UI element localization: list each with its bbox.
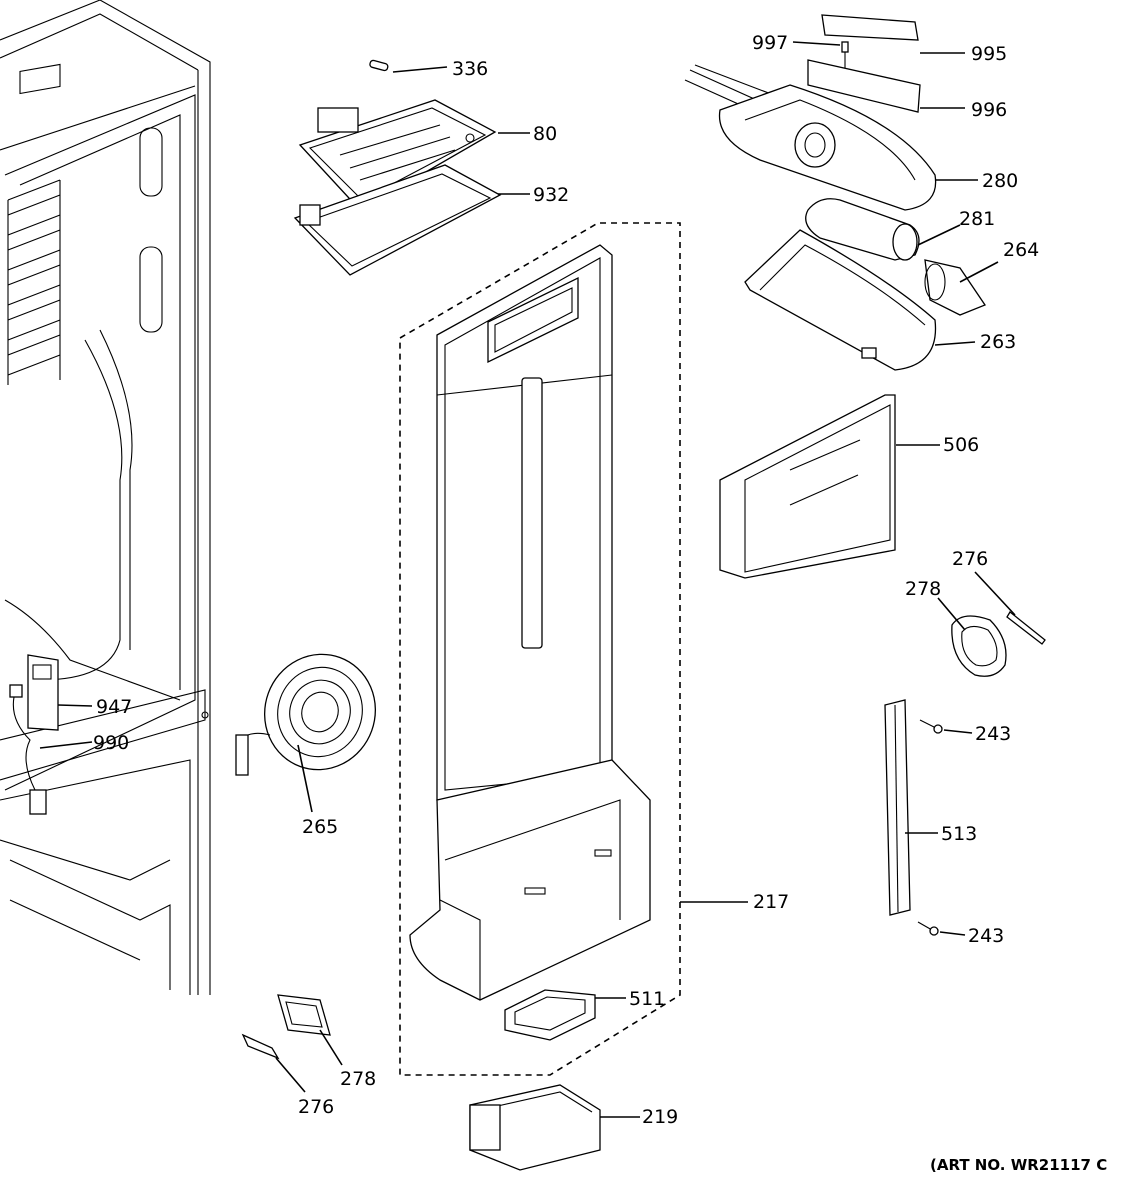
callout-264: 264 — [1003, 239, 1039, 261]
callout-263: 263 — [980, 331, 1016, 353]
part-281-water-filter — [805, 198, 920, 261]
leader-lines — [39, 41, 1016, 1118]
part-263-filter-door — [744, 229, 937, 371]
part-276-screw-lower — [241, 1033, 280, 1060]
callout-997: 997 — [752, 32, 788, 54]
part-336-pin — [369, 59, 389, 72]
callout-276-lower: 276 — [298, 1096, 334, 1118]
part-278-bracket-lower — [277, 994, 331, 1036]
part-506-cover — [719, 394, 896, 579]
callout-265: 265 — [302, 816, 338, 838]
callout-276-upper: 276 — [952, 548, 988, 570]
part-511-gasket — [504, 989, 596, 1041]
callout-990: 990 — [93, 732, 129, 754]
part-932-damper-frame — [293, 164, 502, 276]
callout-995: 995 — [971, 43, 1007, 65]
callout-506: 506 — [943, 434, 979, 456]
part-280-filter-housing — [684, 64, 937, 211]
part-513-rail — [884, 699, 911, 916]
callout-513: 513 — [941, 823, 977, 845]
refrigerator-cabinet — [0, 0, 211, 995]
part-995-circuit-board — [821, 14, 919, 41]
part-276-screw-upper — [1006, 611, 1046, 645]
callout-280: 280 — [982, 170, 1018, 192]
callout-219: 219 — [642, 1106, 678, 1128]
part-990-wire-harness — [12, 696, 47, 815]
part-278-bracket-upper — [951, 615, 1007, 677]
part-217-air-tower — [409, 244, 651, 1001]
part-243-screw-lower — [917, 921, 939, 936]
callout-996: 996 — [971, 99, 1007, 121]
part-219-bin — [469, 1084, 601, 1171]
callout-243-lower: 243 — [968, 925, 1004, 947]
part-996-cover — [807, 59, 921, 113]
part-80-damper-cover — [298, 99, 497, 211]
part-264-bypass-cap — [924, 259, 986, 316]
part-947-control-board — [9, 654, 59, 731]
callout-932: 932 — [533, 184, 569, 206]
evaporator-coils — [7, 179, 61, 385]
callout-336: 336 — [452, 58, 488, 80]
callout-278-lower: 278 — [340, 1068, 376, 1090]
callout-511: 511 — [629, 988, 665, 1010]
callout-947: 947 — [96, 696, 132, 718]
assembly-217-boundary — [399, 222, 681, 1076]
callout-243-upper: 243 — [975, 723, 1011, 745]
art-number: (ART NO. WR21117 C — [930, 1156, 1107, 1174]
callout-281: 281 — [959, 208, 995, 230]
callout-80: 80 — [533, 123, 557, 145]
callout-217: 217 — [753, 891, 789, 913]
callout-labels: 336 80 932 997 995 996 280 281 264 263 5… — [93, 32, 1039, 1128]
part-243-screw-upper — [919, 719, 943, 734]
callout-278-upper: 278 — [905, 578, 941, 600]
part-265-heater-coil — [235, 653, 377, 776]
